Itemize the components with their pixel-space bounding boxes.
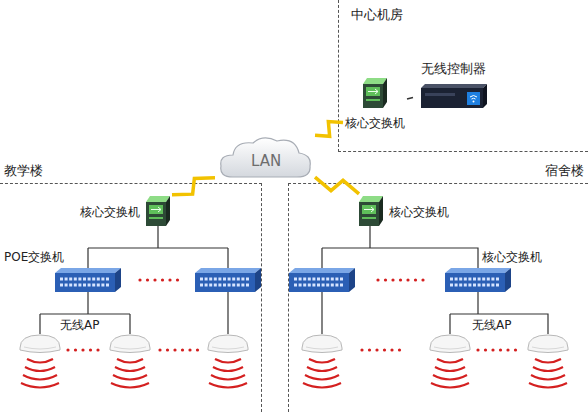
- core-switch: 核心交换机: [343, 78, 407, 138]
- wires: [40, 225, 548, 334]
- core-switch: 核心交换机: [359, 193, 459, 233]
- switch-label: 核心交换机: [482, 250, 542, 264]
- poe-switches: [55, 268, 511, 292]
- device-icon: [146, 196, 170, 230]
- wireless-link: [315, 177, 359, 194]
- poe-switch-label: POE交换机: [4, 250, 64, 264]
- ap-label: 无线AP: [60, 318, 99, 332]
- teaching-building-zone: 教学楼核心交换机: [0, 183, 262, 412]
- node-text: 核心交换机: [345, 116, 405, 130]
- node-text: 宿舍楼: [545, 164, 584, 178]
- server-room-zone: 中心机房核心交换机 无线控制器: [338, 0, 588, 152]
- cable-link: [407, 97, 413, 99]
- core-switch: 核心交换机: [80, 193, 172, 233]
- node-text: LAN: [251, 153, 281, 169]
- device-icon: [363, 78, 387, 112]
- lan-cloud: LAN: [215, 133, 315, 183]
- node-text: 中心机房: [351, 8, 403, 22]
- ap-label: 无线AP: [472, 318, 511, 332]
- dormitory-zone: 宿舍楼核心交换机: [288, 183, 588, 412]
- node-text: 教学楼: [4, 164, 43, 178]
- access-points: [20, 335, 568, 388]
- wireless-controller: 无线控制器: [413, 60, 495, 112]
- ellipsis-dots: [68, 280, 520, 350]
- wireless-link: [172, 178, 215, 195]
- node-text: 无线控制器: [421, 62, 486, 76]
- device-icon: [359, 196, 383, 230]
- device-icon: [421, 84, 487, 112]
- node-text: 核心交换机: [80, 205, 140, 219]
- node-text: 核心交换机: [389, 205, 449, 219]
